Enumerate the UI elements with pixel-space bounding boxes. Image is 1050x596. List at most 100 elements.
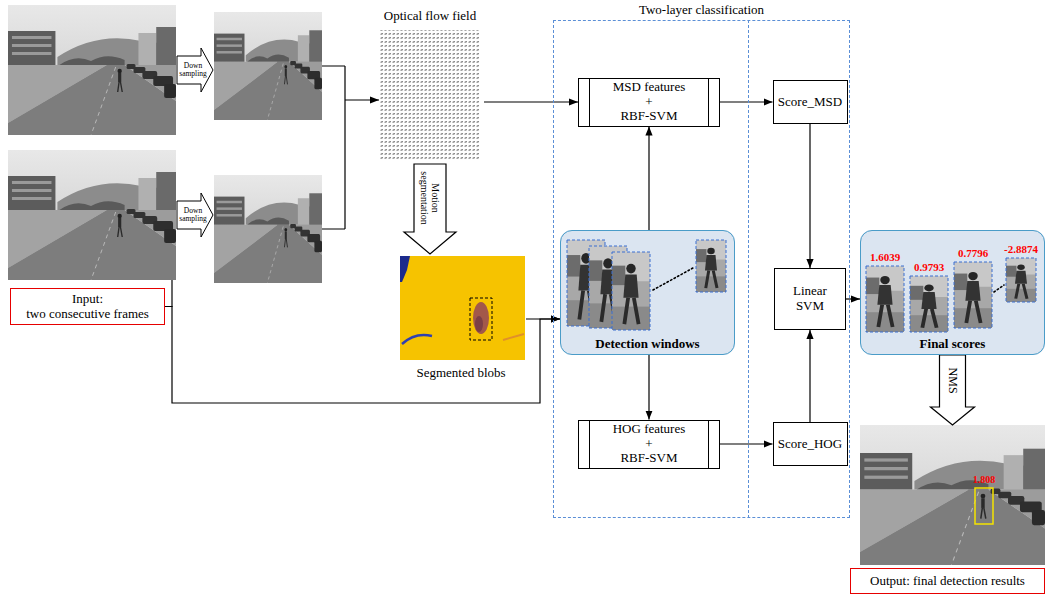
- segment-streak: [503, 334, 524, 340]
- output-image: 1.808: [860, 425, 1045, 565]
- text-line: Input:: [26, 292, 149, 307]
- detection-windows-panel: Detection windows: [560, 230, 735, 355]
- blob-box: [470, 298, 492, 340]
- arrow-connector: [165, 307, 560, 404]
- block-arrow: [404, 164, 456, 254]
- final-scores-panel: 1.6039 0.9793 0.7796 -2.8874Final scores: [860, 230, 1045, 355]
- classifier-label: Linear SVM: [793, 284, 827, 314]
- arrow-connector: [809, 124, 810, 268]
- text-line: RBF-SVM: [613, 109, 686, 124]
- segment-blob: [400, 256, 410, 282]
- process-box: HOG features + RBF-SVM: [578, 420, 720, 469]
- arrow-connector: [648, 355, 649, 420]
- text-line: MSD features: [613, 80, 686, 95]
- text-line: sampling: [179, 215, 207, 223]
- arrow-connector: [720, 101, 773, 102]
- block-arrow: [177, 48, 213, 92]
- window-border: [954, 262, 992, 328]
- score-label: Score_MSD: [778, 95, 842, 110]
- edge-label: Motion segmentation: [419, 171, 441, 224]
- box-bar: [708, 79, 709, 126]
- output-frame: [860, 425, 1045, 565]
- arrow-label: Down sampling: [179, 62, 207, 78]
- arrow-connector: [846, 298, 860, 299]
- score-value: 1.808: [973, 474, 996, 486]
- process-box: MSD features + RBF-SVM: [578, 78, 720, 127]
- text-line: segmentation: [419, 171, 430, 224]
- input-frame: [8, 5, 176, 135]
- segment-blob: [475, 316, 483, 332]
- text-line: +: [613, 95, 686, 110]
- classifier-box: Linear SVM: [774, 268, 846, 330]
- detection-window: [612, 252, 650, 330]
- ellipsis-line: [994, 285, 1004, 292]
- panel-fill: [860, 230, 1045, 355]
- text-line: HOG features: [613, 422, 686, 437]
- wire-arrow: [345, 99, 379, 100]
- score-value: 0.9793: [914, 261, 944, 274]
- text-line: RBF-SVM: [613, 451, 686, 466]
- output-caption: Output: final detection results: [850, 568, 1045, 594]
- scored-window: [866, 266, 904, 332]
- image-caption: Segmented blobs: [416, 366, 505, 381]
- text-line: sampling: [179, 70, 207, 78]
- arrow-connector: [720, 443, 773, 444]
- classification-group: Two-layer classificationMSD features + R…: [553, 0, 850, 518]
- box-bar: [589, 421, 590, 468]
- arrow-connector: [809, 330, 810, 422]
- window-border: [612, 252, 650, 330]
- box-bar: [589, 79, 590, 126]
- panel-title: Final scores: [920, 337, 986, 352]
- text-line: SVM: [793, 299, 827, 314]
- input-caption: Input: two consecutive frames: [10, 288, 165, 325]
- text-line: Down: [179, 207, 207, 215]
- block-arrow: [931, 355, 975, 425]
- flow-field-ground: [380, 30, 480, 160]
- process-label: HOG features + RBF-SVM: [613, 422, 686, 467]
- caption-text: Input: two consecutive frames: [26, 292, 149, 322]
- arrow-connector: [484, 101, 578, 102]
- arrow-label: Down sampling: [179, 207, 207, 223]
- detection-box: [975, 488, 993, 524]
- dashed-divider: [748, 20, 749, 518]
- score-value: 1.6039: [870, 251, 900, 264]
- window-border: [696, 240, 726, 292]
- segmented-blobs-image: Segmented blobs: [396, 254, 526, 384]
- window-border: [910, 276, 948, 332]
- input-frame: [8, 150, 176, 280]
- image-title: Optical flow field: [384, 9, 476, 24]
- optical-flow-image: Optical flow field: [376, 6, 484, 164]
- merge-wire: [322, 66, 345, 229]
- scored-window: [954, 262, 992, 328]
- panel-fill: [560, 230, 735, 355]
- score-value: -2.8874: [1004, 243, 1038, 256]
- score-box: Score_HOG: [773, 422, 848, 466]
- box-bar: [708, 421, 709, 468]
- segment-blob: [402, 335, 432, 344]
- flow-field: [380, 30, 480, 160]
- downsampled-frame: [214, 12, 322, 120]
- scored-window: [910, 276, 948, 332]
- segmentation-map: [400, 256, 525, 360]
- block-arrow: [177, 193, 213, 237]
- window-border: [866, 266, 904, 332]
- score-label: Score_HOG: [778, 437, 842, 452]
- text-line: +: [613, 437, 686, 452]
- score-box: Score_MSD: [773, 80, 848, 124]
- detection-window: [696, 240, 726, 292]
- downsampled-frame: [214, 175, 322, 283]
- text-line: Motion: [430, 171, 441, 224]
- arrow-connector: [648, 127, 649, 231]
- scored-window: [1006, 258, 1036, 302]
- segment-blob: [473, 302, 489, 334]
- text-line: two consecutive frames: [26, 307, 149, 322]
- caption-text: Output: final detection results: [870, 574, 1025, 589]
- panel-title: Detection windows: [595, 337, 699, 352]
- text-line: Down: [179, 62, 207, 70]
- group-title: Two-layer classification: [639, 3, 764, 18]
- score-value: 0.7796: [958, 247, 988, 260]
- frame-wire: [171, 280, 172, 307]
- edge-label: NMS: [946, 368, 959, 394]
- process-label: MSD features + RBF-SVM: [613, 80, 686, 125]
